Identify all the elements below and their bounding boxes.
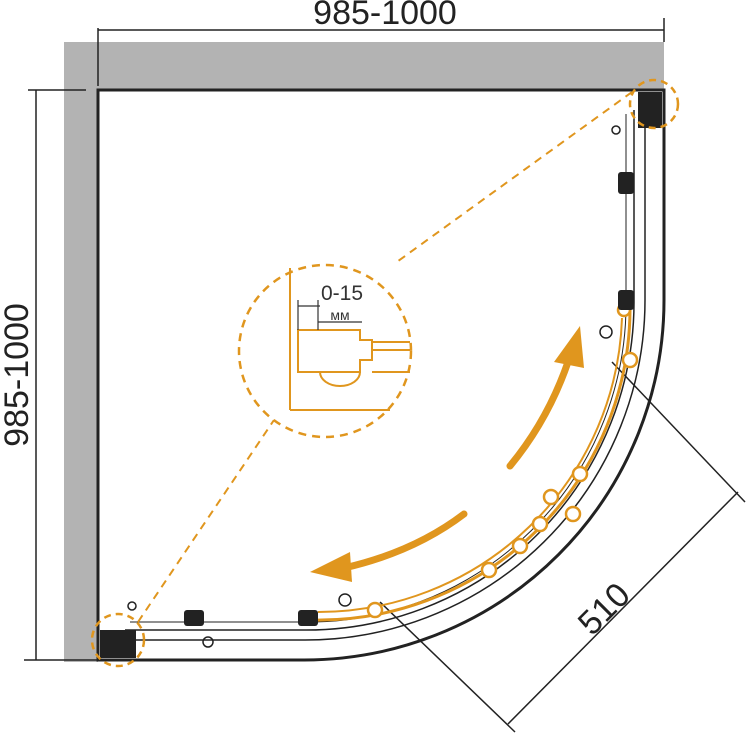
roller (542, 488, 560, 506)
fitting (618, 172, 634, 194)
handle-knob (611, 125, 621, 135)
roller (621, 351, 639, 369)
door-ext-line-1 (611, 361, 746, 503)
walls (64, 42, 664, 662)
movement-arrows (310, 326, 584, 582)
tray-inner-curve (112, 104, 646, 641)
handle-knob (202, 636, 214, 648)
corner-callouts (90, 78, 680, 668)
roller (564, 505, 582, 523)
side-wall (64, 42, 98, 662)
curved-arrow-icon (340, 510, 468, 572)
detail-profile (289, 268, 410, 411)
detail-gap-label: 0-15 (321, 282, 363, 305)
roller (511, 537, 529, 555)
handle-knob (338, 593, 352, 607)
fitting (618, 290, 634, 310)
back-wall (64, 42, 664, 90)
door-dimension (379, 361, 746, 733)
detail-circle (237, 263, 413, 439)
roller (571, 465, 589, 483)
roller (531, 515, 549, 533)
fixed-panel-fittings (100, 92, 662, 658)
curved-arrow-head-up (554, 326, 584, 368)
corner-profile-top (638, 92, 662, 128)
fitting (184, 610, 204, 626)
detail-curve (319, 371, 361, 387)
leader-line-bottom (137, 419, 275, 623)
tray-outer-curve (96, 88, 666, 662)
leader-line-top (393, 91, 633, 265)
curved-arrow-head-left (310, 552, 352, 582)
curved-arrow-icon (506, 358, 572, 470)
corner-callout-bottom-left (90, 612, 146, 668)
width-dimension-label: 985-1000 (313, 0, 457, 32)
door-rollers (366, 302, 639, 619)
height-dimension: 985-1000 (0, 89, 98, 661)
detail-profile-shape (297, 329, 373, 373)
leader-lines (137, 91, 633, 623)
detail-unit-label: мм (330, 307, 349, 323)
door-ext-line-2 (379, 601, 516, 733)
door-panel-2 (317, 317, 623, 613)
height-dimension-label: 985-1000 (0, 303, 36, 447)
width-dimension: 985-1000 (97, 0, 665, 86)
detail-gap-dimension (297, 300, 362, 330)
door-dim-line (507, 491, 739, 725)
roller (480, 561, 498, 579)
roller (366, 601, 384, 619)
corner-callout-top-right (628, 78, 680, 130)
magnified-detail: 0-15 мм (237, 263, 413, 439)
fitting-details (127, 125, 621, 648)
handle-knob (599, 325, 613, 339)
handle-knob (127, 601, 137, 611)
fitting (298, 610, 318, 626)
corner-profile-left (100, 630, 136, 658)
